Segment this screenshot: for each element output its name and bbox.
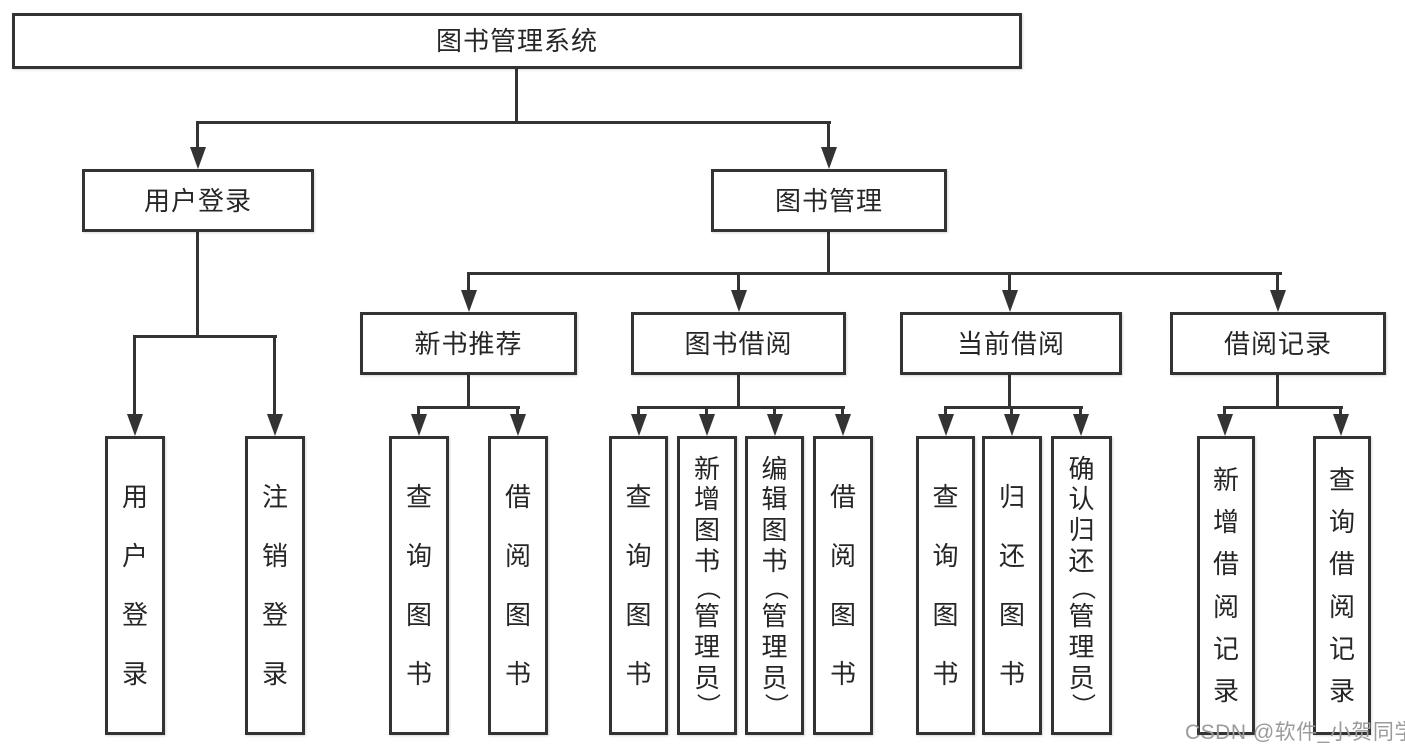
node-new-book-recommend: 新书推荐 bbox=[360, 312, 577, 375]
node-confirm-return-admin: 确认归还（管理员） bbox=[1051, 436, 1112, 735]
arrow-down-icon bbox=[510, 414, 526, 436]
arrow-down-icon bbox=[1073, 414, 1089, 436]
connector-line bbox=[637, 406, 845, 409]
connector-line bbox=[944, 406, 947, 420]
connector-line bbox=[1010, 406, 1013, 420]
arrow-down-icon bbox=[190, 147, 206, 169]
connector-line bbox=[773, 406, 776, 420]
connector-line bbox=[1339, 406, 1342, 420]
connector-line bbox=[417, 406, 520, 409]
connector-line bbox=[1276, 272, 1279, 296]
arrow-down-icon bbox=[699, 414, 715, 436]
connector-line bbox=[516, 406, 519, 420]
arrow-down-icon bbox=[1270, 290, 1286, 312]
watermark: CSDN @软件_小贺同学 bbox=[1185, 721, 1405, 744]
connector-line bbox=[1276, 375, 1279, 409]
arrow-down-icon bbox=[267, 414, 283, 436]
arrow-down-icon bbox=[1333, 414, 1349, 436]
node-query-book-borrow: 查询图书 bbox=[609, 436, 668, 735]
node-query-book-current: 查询图书 bbox=[916, 436, 975, 735]
node-current-borrow: 当前借阅 bbox=[900, 312, 1122, 375]
connector-line bbox=[417, 406, 420, 420]
connector-line bbox=[133, 335, 136, 420]
connector-line bbox=[637, 406, 640, 420]
node-logout-action: 注销登录 bbox=[245, 436, 305, 735]
node-query-borrow-record: 查询借阅记录 bbox=[1313, 436, 1371, 735]
node-book-management: 图书管理 bbox=[711, 169, 947, 232]
connector-line bbox=[196, 232, 199, 338]
arrow-down-icon bbox=[461, 290, 477, 312]
arrow-down-icon bbox=[835, 414, 851, 436]
node-book-borrow: 图书借阅 bbox=[631, 312, 846, 375]
connector-line bbox=[737, 375, 740, 409]
connector-line bbox=[273, 335, 276, 420]
arrow-down-icon bbox=[1002, 290, 1018, 312]
connector-line bbox=[827, 232, 830, 275]
connector-line bbox=[1008, 272, 1011, 296]
arrow-down-icon bbox=[127, 414, 143, 436]
node-root: 图书管理系统 bbox=[12, 13, 1022, 69]
connector-line bbox=[467, 375, 470, 409]
arrow-down-icon bbox=[411, 414, 427, 436]
connector-line bbox=[1008, 375, 1011, 409]
node-borrow-records: 借阅记录 bbox=[1170, 312, 1386, 375]
node-user-login: 用户登录 bbox=[82, 169, 314, 232]
node-add-borrow-record: 新增借阅记录 bbox=[1197, 436, 1255, 735]
node-borrow-book-newbooks: 借阅图书 bbox=[488, 436, 548, 735]
arrow-down-icon bbox=[631, 414, 647, 436]
arrow-down-icon bbox=[731, 290, 747, 312]
connector-line bbox=[133, 335, 277, 338]
arrow-down-icon bbox=[938, 414, 954, 436]
connector-line bbox=[196, 121, 199, 153]
node-edit-book-admin: 编辑图书（管理员） bbox=[745, 436, 804, 735]
connector-line bbox=[1223, 406, 1226, 420]
arrow-down-icon bbox=[1004, 414, 1020, 436]
connector-line bbox=[1223, 406, 1343, 409]
connector-line bbox=[827, 121, 830, 153]
connector-line bbox=[737, 272, 740, 296]
arrow-down-icon bbox=[821, 147, 837, 169]
connector-line bbox=[1079, 406, 1082, 420]
arrow-down-icon bbox=[1217, 414, 1233, 436]
connector-line bbox=[841, 406, 844, 420]
node-user-login-action: 用户登录 bbox=[105, 436, 165, 735]
connector-line bbox=[196, 121, 831, 124]
connector-line bbox=[705, 406, 708, 420]
node-query-book-newbooks: 查询图书 bbox=[389, 436, 449, 735]
node-add-book-admin: 新增图书（管理员） bbox=[677, 436, 737, 735]
node-return-book: 归还图书 bbox=[982, 436, 1042, 735]
connector-line bbox=[515, 69, 518, 124]
connector-line bbox=[467, 272, 470, 296]
connector-line bbox=[944, 406, 1083, 409]
arrow-down-icon bbox=[767, 414, 783, 436]
node-borrow-book-borrow: 借阅图书 bbox=[813, 436, 873, 735]
connector-line bbox=[467, 272, 1282, 275]
